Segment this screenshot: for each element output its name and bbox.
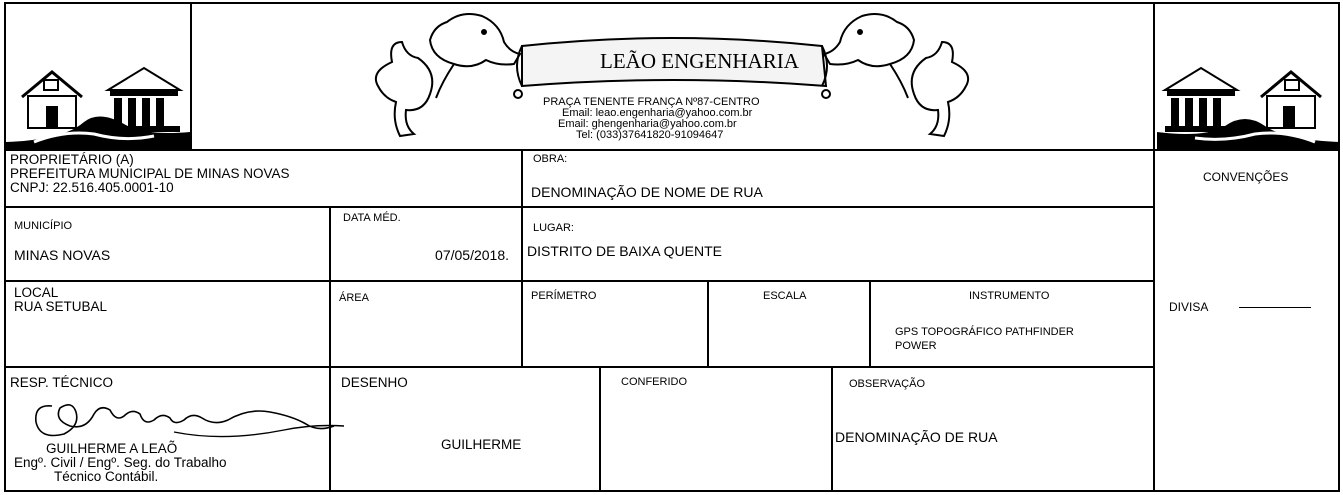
- title-block: [4, 2, 1340, 492]
- technician-title: Engº. Civil / Engº. Seg. do Trabalho: [14, 455, 227, 470]
- house-and-temple-icon: [6, 66, 190, 149]
- municipality-value: MINAS NOVAS: [14, 247, 111, 263]
- location-cell: LOCAL RUA SETUBAL: [4, 282, 331, 368]
- technician-signature: [35, 404, 345, 438]
- perimeter-cell: PERÍMETRO: [523, 282, 709, 368]
- municipality-cell: MUNICÍPIO MINAS NOVAS: [4, 208, 331, 282]
- conventions-label: CONVENÇÕES: [1203, 170, 1289, 184]
- right-lion-icon: [822, 13, 970, 138]
- work-cell: OBRA: DENOMINAÇÃO DE NOME DE RUA: [523, 151, 1153, 208]
- company-email-2: Email: ghengenharia@yahoo.com.br: [558, 118, 737, 130]
- measurement-date-cell: DATA MÉD. 07/05/2018.: [331, 208, 523, 282]
- checked-cell: CONFERIDO: [601, 368, 833, 492]
- instrument-line-1: GPS TOPOGRÁFICO PATHFINDER: [895, 326, 1074, 338]
- owner-name: PREFEITURA MUNICIPAL DE MINAS NOVAS: [10, 166, 290, 181]
- location-value: RUA SETUBAL: [14, 299, 108, 314]
- technician-name: GUILHERME A LEAÕ: [46, 441, 178, 456]
- observation-cell: OBSERVAÇÃO DENOMINAÇÃO DE RUA: [833, 368, 1153, 492]
- observation-value: DENOMINAÇÃO DE RUA: [835, 429, 998, 445]
- instrument-line-2: POWER: [895, 340, 937, 352]
- measurement-date-label: DATA MÉD.: [343, 212, 401, 224]
- scale-cell: ESCALA: [709, 282, 871, 368]
- right-logo-cell: [1153, 2, 1340, 151]
- observation-label: OBSERVAÇÃO: [849, 378, 926, 390]
- place-label: LUGAR:: [533, 222, 574, 234]
- drawing-value: GUILHERME: [441, 437, 522, 452]
- technician-title-2: Técnico Contábil.: [54, 469, 159, 484]
- company-header: LEÃO ENGENHARIA PRAÇA TENENTE FRANÇA Nº8…: [192, 2, 1153, 151]
- divisa-label: DIVISA: [1169, 300, 1209, 314]
- instrument-cell: INSTRUMENTO GPS TOPOGRÁFICO PATHFINDER P…: [871, 282, 1153, 368]
- area-label: ÁREA: [339, 292, 369, 304]
- company-phone: Tel: (033)37641820-91094647: [576, 129, 724, 141]
- owner-cell: PROPRIETÁRIO (A) PREFEITURA MUNICIPAL DE…: [4, 151, 523, 208]
- municipality-label: MUNICÍPIO: [14, 220, 73, 232]
- owner-cnpj: CNPJ: 22.516.405.0001-10: [10, 180, 174, 195]
- drawing-cell: DESENHO GUILHERME: [331, 368, 601, 492]
- left-lion-icon: [374, 13, 522, 138]
- company-email-1: Email: leao.engenharia@yahoo.com.br: [562, 107, 753, 119]
- company-address: PRAÇA TENENTE FRANÇA Nº87-CENTRO: [543, 96, 760, 108]
- left-logo-cell: [4, 2, 192, 151]
- place-cell: LUGAR: DISTRITO DE BAIXA QUENTE: [523, 208, 1153, 282]
- technician-label: RESP. TÉCNICO: [10, 375, 114, 390]
- lions-and-scroll-emblem: [374, 13, 970, 138]
- owner-label: PROPRIETÁRIO (A): [10, 152, 134, 167]
- scale-label: ESCALA: [763, 290, 807, 302]
- work-value: DENOMINAÇÃO DE NOME DE RUA: [531, 184, 763, 200]
- instrument-label: INSTRUMENTO: [969, 290, 1050, 302]
- place-value: DISTRITO DE BAIXA QUENTE: [527, 243, 723, 259]
- company-name: LEÃO ENGENHARIA: [600, 49, 799, 73]
- drawing-label: DESENHO: [341, 375, 408, 390]
- work-label: OBRA:: [533, 153, 568, 165]
- area-cell: ÁREA: [331, 282, 523, 368]
- conventions-cell: CONVENÇÕES DIVISA: [1153, 151, 1340, 492]
- scroll-banner: [513, 37, 831, 99]
- technician-cell: RESP. TÉCNICO GUILHERME A LEAÕ Engº. Civ…: [4, 368, 345, 492]
- measurement-date-value: 07/05/2018.: [435, 247, 509, 263]
- location-label: LOCAL: [14, 285, 59, 300]
- checked-label: CONFERIDO: [621, 376, 687, 388]
- divisa-line: [1239, 307, 1311, 308]
- perimeter-label: PERÍMETRO: [531, 290, 597, 302]
- temple-and-house-icon: [1157, 66, 1340, 149]
